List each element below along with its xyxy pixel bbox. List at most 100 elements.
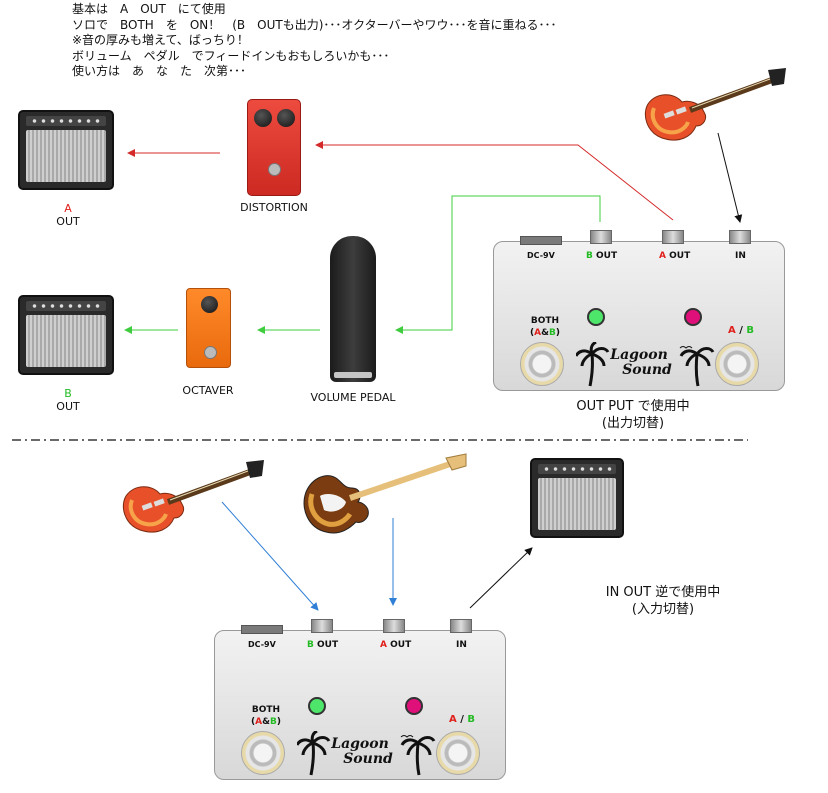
logo-line1: Lagoon xyxy=(610,347,668,363)
led-magenta xyxy=(684,308,702,326)
amp-grill xyxy=(538,478,616,530)
b-letter: B xyxy=(586,251,593,261)
brand-logo: Lagoon Sound xyxy=(319,737,401,767)
amp-grill xyxy=(26,315,106,367)
sel-b: B xyxy=(746,325,754,336)
amp-b xyxy=(18,295,114,375)
signal-line-in-amp xyxy=(469,547,533,609)
dc-jack xyxy=(520,236,562,245)
intro-line: ※音の厚みも増えて、ばっちり！ xyxy=(72,33,249,48)
amp-b-out: OUT xyxy=(56,400,80,413)
amp-grill xyxy=(26,130,106,182)
ab-amp: & xyxy=(262,717,270,727)
logo-line2: Sound xyxy=(343,751,393,767)
sel-a: A xyxy=(728,325,736,336)
signal-line-guitar-in xyxy=(717,132,743,223)
footswitch-both xyxy=(241,731,285,775)
top-caption: OUT PUT で使用中 (出力切替) xyxy=(548,398,718,432)
signal-line-b-out xyxy=(395,195,601,334)
intro-line: ソロで BOTH を ON！ (B OUTも出力)･･･オクターバーやワウ･･･… xyxy=(72,17,557,32)
ab-b: B xyxy=(269,717,277,727)
brand-logo: Lagoon Sound xyxy=(598,348,680,378)
dc-label: DC-9V xyxy=(248,640,276,649)
a-letter: A xyxy=(659,251,666,261)
logo-line1: Lagoon xyxy=(331,736,389,752)
palm-tree-icon xyxy=(297,731,436,776)
out-text: OUT xyxy=(317,640,339,650)
intro-line: 基本は A OUT にて使用 xyxy=(72,2,226,16)
both-label: BOTH (A&B) xyxy=(251,704,281,728)
bottom-caption-line1: IN OUT 逆で使用中 xyxy=(605,585,721,600)
jack-in xyxy=(450,619,472,633)
guitar-les-paul-icon xyxy=(644,68,786,141)
a-out-label: A OUT xyxy=(380,640,411,650)
top-caption-line2: (出力切替) xyxy=(601,416,665,431)
knob-icon xyxy=(201,296,218,313)
jack-in xyxy=(729,230,751,244)
footswitch-icon xyxy=(204,346,217,359)
amp-bottom xyxy=(530,458,624,538)
bottom-caption: IN OUT 逆で使用中 (入力切替) xyxy=(578,584,748,618)
amp-a-label: A OUT xyxy=(40,202,96,228)
ab-text: (A&B) xyxy=(530,328,560,338)
top-caption-line1: OUT PUT で使用中 xyxy=(576,399,690,414)
bottom-caption-line2: (入力切替) xyxy=(631,602,695,617)
sel-b: B xyxy=(467,714,475,725)
palm-tree-icon xyxy=(576,342,715,387)
intro-line: ボリューム ペダル でフィードインもおもしろいかも･･･ xyxy=(72,48,390,63)
led-green xyxy=(308,697,326,715)
out-text: OUT xyxy=(596,251,618,261)
footswitch-ab xyxy=(436,731,480,775)
sel-a: A xyxy=(449,714,457,725)
in-label: IN xyxy=(456,640,467,650)
volume-pedal-label: VOLUME PEDAL xyxy=(310,391,396,404)
ab-a: A xyxy=(255,717,263,727)
both-label: BOTH (A&B) xyxy=(530,315,560,339)
amp-knobs xyxy=(30,303,102,309)
signal-line-a-out xyxy=(315,141,674,221)
both-text: BOTH xyxy=(530,316,560,326)
amp-knobs xyxy=(542,466,612,472)
logo-line2: Sound xyxy=(622,362,672,378)
jack-b-out xyxy=(311,619,333,633)
led-magenta xyxy=(405,697,423,715)
out-text: OUT xyxy=(390,640,412,650)
octaver-label: OCTAVER xyxy=(182,384,234,397)
switcher-bottom: DC-9V B OUT A OUT IN BOTH (A&B) A / B La… xyxy=(214,619,506,780)
both-text: BOTH xyxy=(251,705,281,715)
jack-a-out xyxy=(383,619,405,633)
jack-b-out xyxy=(590,230,612,244)
pedal-base xyxy=(334,372,372,378)
octaver-pedal xyxy=(186,288,231,368)
out-text: OUT xyxy=(669,251,691,261)
knob-icon xyxy=(277,109,295,127)
dc-label: DC-9V xyxy=(527,251,555,260)
ab-text: (A&B) xyxy=(251,717,281,727)
amp-a-out: OUT xyxy=(56,215,80,228)
jack-a-out xyxy=(662,230,684,244)
ab-amp: & xyxy=(541,328,549,338)
ab-a: A xyxy=(534,328,542,338)
a-letter: A xyxy=(380,640,387,650)
b-letter: B xyxy=(307,640,314,650)
amp-knobs xyxy=(30,118,102,124)
sel-slash: / xyxy=(460,714,464,725)
ab-select-label: A / B xyxy=(449,714,475,725)
signal-line-guitar1-b xyxy=(221,501,319,611)
distortion-label: DISTORTION xyxy=(240,201,308,214)
ab-select-label: A / B xyxy=(728,325,754,336)
b-out-label: B OUT xyxy=(307,640,338,650)
volume-pedal xyxy=(330,236,376,382)
intro-text: 基本は A OUT にて使用 ソロで BOTH を ON！ (B OUTも出力)… xyxy=(72,2,557,80)
amp-a-letter: A xyxy=(64,202,72,215)
guitar-les-paul-icon xyxy=(122,460,264,533)
amp-a xyxy=(18,110,114,190)
distortion-pedal xyxy=(247,99,301,196)
footswitch-icon xyxy=(268,163,281,176)
in-label: IN xyxy=(735,251,746,261)
knob-icon xyxy=(254,109,272,127)
ab-b: B xyxy=(548,328,556,338)
a-out-label: A OUT xyxy=(659,251,690,261)
amp-b-letter: B xyxy=(64,387,72,400)
